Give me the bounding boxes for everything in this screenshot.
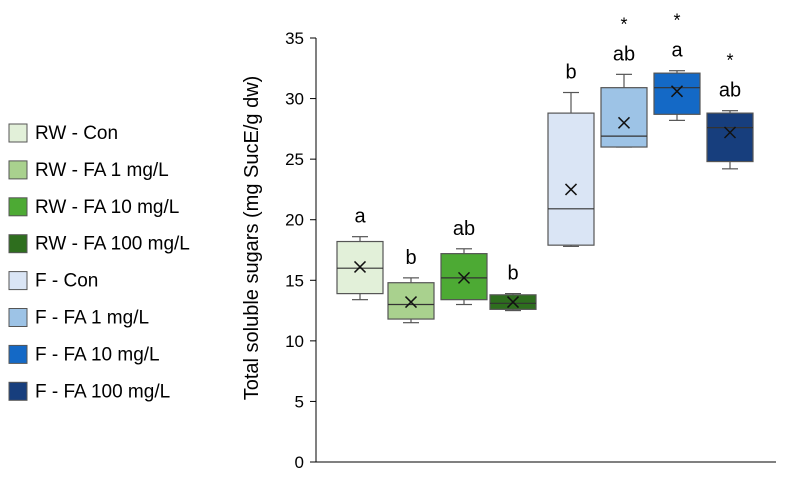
legend-swatch (8, 123, 28, 143)
significance-star: * (726, 51, 733, 71)
legend-item: F - FA 10 mg/L (8, 344, 160, 365)
y-axis-label: Total soluble sugars (mg SucE/g dw) (241, 76, 263, 401)
legend-item: F - Con (8, 271, 98, 292)
box-group: b (547, 62, 595, 247)
mean-marker (404, 296, 418, 309)
legend-swatch (8, 234, 28, 254)
legend-swatch (8, 197, 28, 217)
significance-letter: b (507, 263, 518, 285)
legend-swatch (8, 271, 28, 291)
legend-item: RW - FA 10 mg/L (8, 197, 179, 218)
legend-item: F - FA 1 mg/L (8, 308, 149, 329)
significance-letter: ab (719, 80, 741, 102)
mean-marker (457, 271, 471, 284)
mean-marker (670, 85, 684, 98)
mean-marker (617, 116, 631, 129)
box-group: b (387, 247, 435, 324)
legend-swatch (8, 344, 28, 364)
significance-letter: a (354, 206, 366, 228)
significance-letter: ab (613, 43, 635, 65)
legend-label: F - FA 1 mg/L (35, 308, 149, 329)
mean-marker (564, 183, 578, 196)
legend-swatch (8, 308, 28, 327)
legend-item: RW - FA 1 mg/L (8, 160, 169, 181)
box (440, 253, 488, 301)
y-tick-label: 30 (285, 90, 304, 109)
legend-item: F - FA 100 mg/L (8, 381, 170, 402)
box-group: ab * (600, 14, 648, 148)
box-group: a* (653, 11, 701, 121)
y-tick-label: 5 (295, 392, 304, 411)
legend-label: F - Con (35, 271, 98, 292)
legend: RW - Con RW - FA 1 mg/L RW - FA 10 mg/L RW … (8, 123, 190, 402)
y-tick-label: 35 (285, 29, 304, 48)
significance-star: * (673, 11, 680, 31)
box (600, 87, 648, 148)
box (547, 112, 595, 246)
mean-marker (723, 126, 737, 139)
legend-label: RW - FA 100 mg/L (35, 234, 190, 255)
y-tick-label: 0 (295, 453, 304, 472)
box (653, 72, 701, 115)
significance-letter: ab (453, 218, 475, 240)
mean-marker (353, 260, 367, 273)
box-group: b (489, 263, 537, 312)
y-axis: 0 5 10 15 20 25 30 35 (285, 29, 317, 472)
legend-label: RW - FA 10 mg/L (35, 197, 179, 218)
legend-swatch (8, 381, 28, 401)
legend-swatch (8, 160, 28, 180)
box-group: ab * (706, 51, 754, 170)
box-group: ab (440, 218, 488, 306)
y-tick-label: 15 (285, 271, 304, 290)
mean-marker (506, 296, 520, 309)
box-group: a (336, 206, 384, 301)
legend-label: F - FA 100 mg/L (35, 381, 170, 402)
legend-item: RW - Con (8, 123, 118, 144)
legend-label: F - FA 10 mg/L (35, 344, 160, 365)
legend-label: RW - Con (35, 123, 118, 144)
legend-label: RW - FA 1 mg/L (35, 160, 169, 181)
box (387, 282, 435, 320)
legend-item: RW - FA 100 mg/L (8, 234, 190, 255)
y-tick-label: 25 (285, 150, 304, 169)
y-tick-label: 10 (285, 332, 304, 351)
box (706, 112, 754, 163)
y-tick-label: 20 (285, 211, 304, 230)
significance-letter: b (405, 247, 416, 269)
significance-star: * (620, 14, 627, 34)
significance-letter: b (565, 62, 576, 84)
significance-letter: a (671, 40, 683, 62)
